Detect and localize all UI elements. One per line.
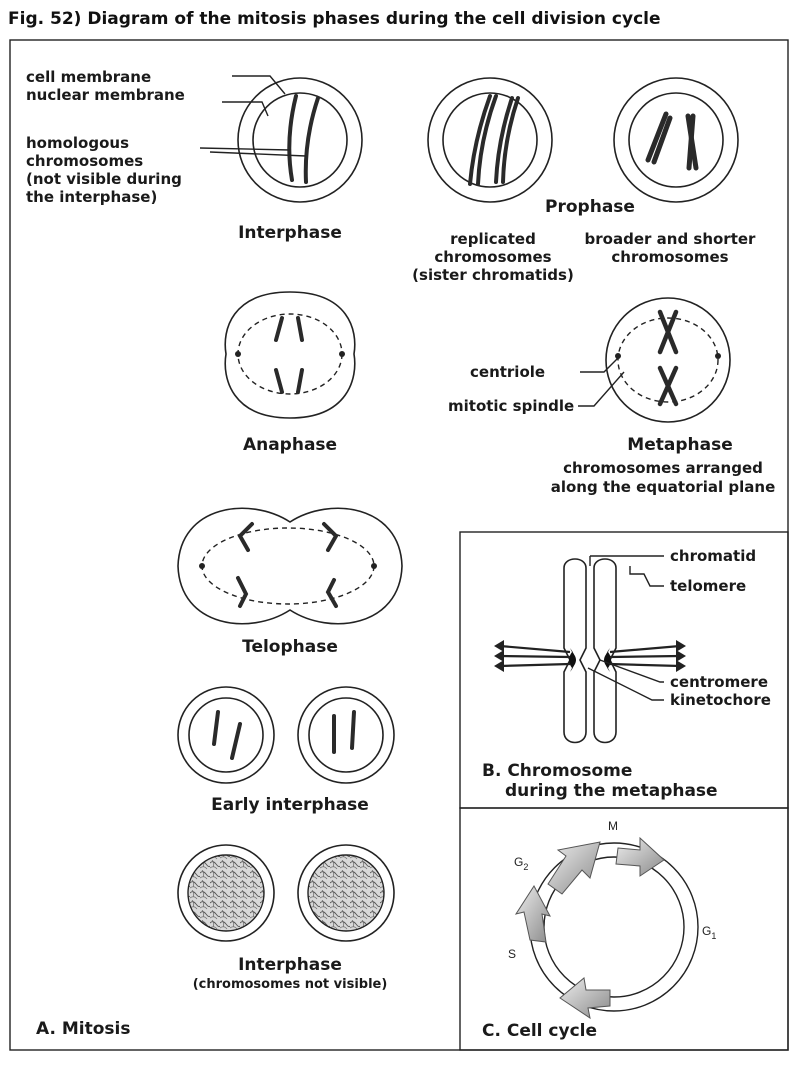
chromosome-leader-lines	[587, 555, 664, 701]
label-nuclear-membrane: nuclear membrane	[26, 86, 185, 104]
label-kinetochore: kinetochore	[670, 691, 771, 709]
title-metaphase: Metaphase	[627, 435, 732, 455]
label-chromatid: chromatid	[670, 547, 756, 565]
prophase-caption-left-3: (sister chromatids)	[412, 266, 574, 284]
interphase-leader-lines	[199, 75, 307, 157]
phase-label-g1: G1	[702, 924, 716, 941]
metaphase-cell	[605, 297, 731, 423]
label-the-interphase: the interphase)	[26, 188, 157, 206]
panel-b-caption-2: during the metaphase	[505, 781, 718, 801]
title-early-interphase: Early interphase	[211, 795, 369, 815]
panel-c-caption: C. Cell cycle	[482, 1021, 597, 1041]
label-not-visible: (not visible during	[26, 170, 182, 188]
cell-cycle-ring	[529, 842, 699, 1012]
phase-label-s: S	[508, 947, 516, 961]
chromosome-diagram	[563, 558, 617, 744]
label-cell-membrane: cell membrane	[26, 68, 151, 86]
phase-label-m: M	[608, 819, 618, 833]
early-interphase-cell-left	[177, 686, 275, 784]
spindle-fiber-arrows	[494, 640, 686, 672]
prophase-caption-right-2: chromosomes	[611, 248, 728, 266]
label-centriole: centriole	[470, 363, 545, 381]
prophase-caption-left-1: replicated	[450, 230, 536, 248]
prophase-cell-replicated	[427, 77, 553, 203]
interphase-cell	[237, 77, 363, 203]
prophase-caption-right-1: broader and shorter	[585, 230, 757, 248]
leader-centriole	[580, 357, 619, 373]
title-prophase: Prophase	[545, 197, 635, 217]
interphase-late-cell-left	[177, 844, 275, 942]
interphase-late-cell-right	[297, 844, 395, 942]
title-interphase: Interphase	[238, 223, 342, 243]
telophase-cell	[177, 507, 403, 625]
title-interphase-late: Interphase	[238, 955, 342, 975]
title-telophase: Telophase	[242, 637, 338, 657]
panel-c-box	[459, 807, 789, 1051]
label-centromere: centromere	[670, 673, 768, 691]
subtitle-interphase-late: (chromosomes not visible)	[193, 977, 388, 992]
figure-title: Fig. 52) Diagram of the mitosis phases d…	[8, 9, 661, 29]
early-interphase-cell-right	[297, 686, 395, 784]
prophase-cell-condensed	[613, 77, 739, 203]
panel-a-label: A. Mitosis	[36, 1019, 130, 1039]
metaphase-caption-1: chromosomes arranged	[563, 459, 763, 477]
cell-cycle-arrows	[514, 836, 665, 1020]
anaphase-cell	[224, 291, 356, 419]
label-mitotic-spindle: mitotic spindle	[448, 397, 574, 415]
label-chromosomes: chromosomes	[26, 152, 143, 170]
leader-mitotic-spindle	[578, 371, 625, 407]
panel-b-caption-1: B. Chromosome	[482, 761, 632, 781]
title-anaphase: Anaphase	[243, 435, 337, 455]
metaphase-caption-2: along the equatorial plane	[551, 478, 776, 496]
prophase-caption-left-2: chromosomes	[434, 248, 551, 266]
label-homologous: homologous	[26, 134, 129, 152]
phase-label-g2: G2	[514, 855, 528, 872]
label-telomere: telomere	[670, 577, 746, 595]
